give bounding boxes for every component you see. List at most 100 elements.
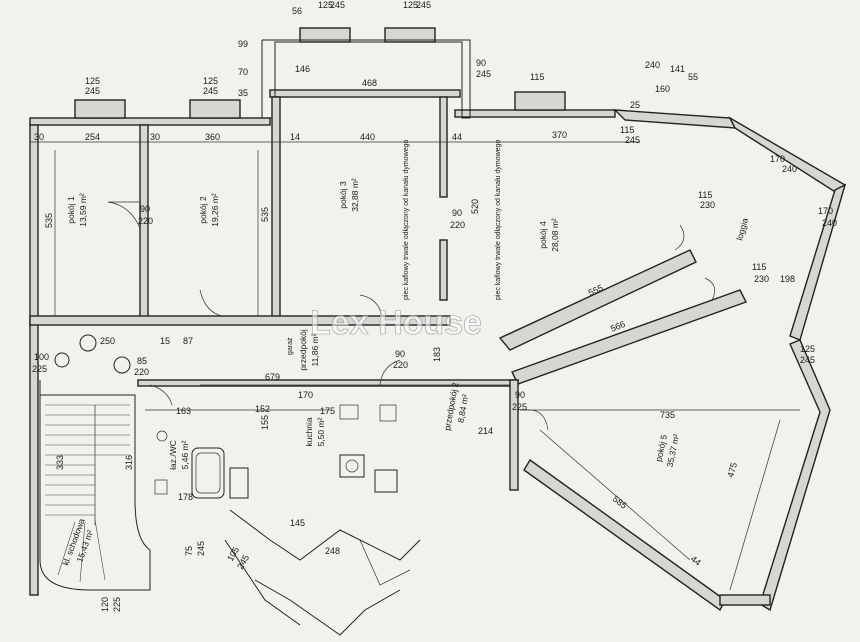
svg-text:łaz./WC: łaz./WC xyxy=(168,440,178,470)
dim-230b: 230 xyxy=(754,274,769,284)
dim-225: 225 xyxy=(32,364,47,374)
room-przedpokoj: przedpokój 11,86 m² xyxy=(298,329,320,371)
dim-535b: 535 xyxy=(260,207,270,222)
dim-30b: 30 xyxy=(150,132,160,142)
dim-44b: 44 xyxy=(689,554,703,568)
dim-155: 155 xyxy=(260,415,270,430)
dim-170c: 170 xyxy=(298,390,313,400)
dim-55: 55 xyxy=(688,72,698,82)
dimension-lines xyxy=(30,141,800,591)
dim-250: 250 xyxy=(100,336,115,346)
dim-245-top2: 245 xyxy=(203,86,218,96)
dim-333: 333 xyxy=(55,455,65,470)
room-kuchnia: kuchnia 5,50 m² xyxy=(304,417,326,447)
svg-text:32,88 m²: 32,88 m² xyxy=(350,178,360,212)
note-piec-2: piec kaflowy trwale odłączony od kanału … xyxy=(495,140,502,300)
room-loggia: loggia xyxy=(734,217,750,242)
note-piec-1: piec kaflowy trwale odłączony od kanału … xyxy=(403,140,410,300)
dim-198: 198 xyxy=(780,274,795,284)
dim-248: 248 xyxy=(325,546,340,556)
dim-360: 360 xyxy=(205,132,220,142)
dim-115: 115 xyxy=(530,72,544,82)
dim-214: 214 xyxy=(478,426,493,436)
dim-125c: 125 xyxy=(800,344,815,354)
svg-text:pokój 3: pokój 3 xyxy=(338,181,348,209)
room-klatka: kl. schodowa 15,43 m² xyxy=(60,517,95,567)
dim-90e: 90 xyxy=(515,390,525,400)
dim-240: 240 xyxy=(645,60,660,70)
svg-text:19,26 m²: 19,26 m² xyxy=(210,193,220,227)
dim-225c: 225 xyxy=(112,597,122,612)
dim-245a: 245 xyxy=(330,0,345,10)
dim-370: 370 xyxy=(552,130,567,140)
dim-146: 146 xyxy=(295,64,310,74)
bathroom-fixtures xyxy=(154,430,249,499)
dim-160: 160 xyxy=(655,84,670,94)
dim-585: 585 xyxy=(611,494,629,511)
dim-183: 183 xyxy=(432,347,442,362)
room-pokoj4: pokój 4 28,08 m² xyxy=(538,218,560,252)
dim-87: 87 xyxy=(183,336,193,346)
svg-text:13,59 m²: 13,59 m² xyxy=(78,193,88,227)
dim-115d: 115 xyxy=(752,262,766,272)
dim-99: 99 xyxy=(238,39,248,49)
svg-text:kuchnia: kuchnia xyxy=(304,417,314,447)
room-przedpokoj2: przedpokój 2 8,84 m² xyxy=(442,381,471,431)
dim-25: 25 xyxy=(630,100,640,110)
dim-85: 85 xyxy=(137,356,147,366)
dim-152: 152 xyxy=(255,404,270,414)
dim-141: 141 xyxy=(670,64,685,74)
dim-163: 163 xyxy=(176,406,191,416)
note-garaz: garaż xyxy=(287,337,294,355)
dim-145: 145 xyxy=(290,518,305,528)
dim-90b: 90 xyxy=(140,204,150,214)
lower-wing xyxy=(224,509,421,636)
svg-text:8,84 m²: 8,84 m² xyxy=(456,393,471,423)
dim-245e: 245 xyxy=(196,541,206,556)
dim-30a: 30 xyxy=(34,132,44,142)
watermark-logo: Lex House xyxy=(310,304,482,342)
dim-90d: 90 xyxy=(395,349,405,359)
dim-125b: 125 xyxy=(403,0,418,10)
dim-125-top2: 125 xyxy=(203,76,218,86)
kitchen-fixtures xyxy=(339,404,398,493)
dim-240b: 240 xyxy=(782,164,797,174)
notes: piec kaflowy trwale odłączony od kanału … xyxy=(287,140,502,355)
dim-125-top1: 125 xyxy=(85,76,100,86)
dim-245c: 245 xyxy=(476,69,491,79)
dim-115c: 115 xyxy=(698,190,712,200)
svg-text:5,50 m²: 5,50 m² xyxy=(316,417,326,446)
staircase xyxy=(39,380,151,591)
dim-245d: 245 xyxy=(800,355,815,365)
dim-100: 100 xyxy=(34,352,49,362)
dim-245-top1: 245 xyxy=(85,86,100,96)
room-lazienka: łaz./WC 5,46 m² xyxy=(168,440,190,470)
svg-text:przedpokój: przedpokój xyxy=(298,329,308,371)
dim-90: 90 xyxy=(476,58,486,68)
dim-245-bay: 245 xyxy=(625,135,640,145)
svg-text:28,08 m²: 28,08 m² xyxy=(550,218,560,252)
dim-175: 175 xyxy=(320,406,335,416)
dim-75: 75 xyxy=(184,546,194,556)
svg-text:11,86 m²: 11,86 m² xyxy=(310,333,320,366)
dim-35: 35 xyxy=(238,88,248,98)
dim-170b: 170 xyxy=(818,206,833,216)
dim-316: 316 xyxy=(124,455,134,470)
outer-walls xyxy=(29,27,847,612)
room-pokoj2: pokój 2 19,26 m² xyxy=(198,193,220,227)
dim-220b: 220 xyxy=(138,216,153,226)
dim-220d: 220 xyxy=(134,367,149,377)
dim-240c: 240 xyxy=(822,218,837,228)
grid-markers xyxy=(54,334,131,374)
dim-14: 14 xyxy=(290,132,300,142)
room-pokoj3: pokój 3 32,88 m² xyxy=(338,178,360,212)
dim-220c: 220 xyxy=(450,220,465,230)
dim-56: 56 xyxy=(292,6,302,16)
svg-text:5,46 m²: 5,46 m² xyxy=(180,440,190,469)
dim-125a: 125 xyxy=(318,0,333,10)
dim-475: 475 xyxy=(725,461,739,478)
dim-735: 735 xyxy=(660,410,675,420)
dim-70: 70 xyxy=(238,67,248,77)
dim-120: 120 xyxy=(100,597,110,612)
